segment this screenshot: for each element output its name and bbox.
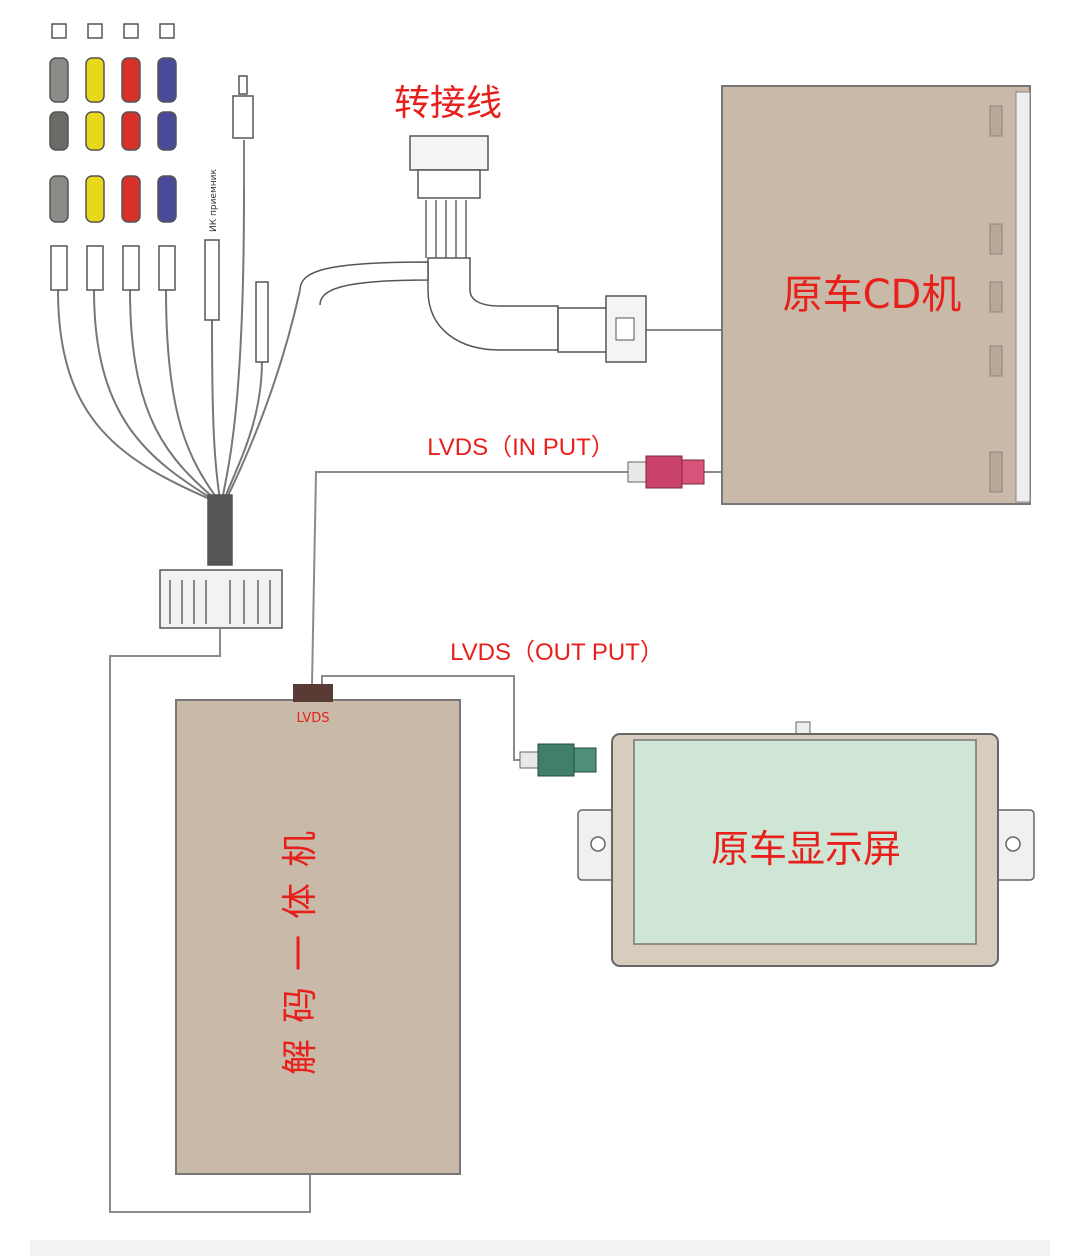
- decoder-char-5: 机: [280, 831, 321, 867]
- decoder-unit: LVDS 解 码 一 体 机: [175, 684, 461, 1175]
- rca-harness: ИК приемник: [49, 23, 301, 629]
- harness-connector: [159, 569, 283, 629]
- decoder-char-3: 一: [280, 935, 321, 971]
- lvds-input-label: LVDS（IN PUT）: [427, 434, 615, 461]
- aux-jack: [255, 281, 269, 363]
- lvds-output-label: LVDS（OUT PUT）: [450, 639, 664, 666]
- display-label: 原车显示屏: [711, 827, 901, 871]
- lvds-output-connector: [519, 743, 597, 777]
- display-unit: 原车显示屏: [577, 721, 1035, 967]
- adapter-cable: 转接线: [299, 83, 647, 363]
- usb-plug: [232, 75, 254, 190]
- lvds-input-connector: [627, 455, 705, 489]
- harness-tag: ИК приемник: [209, 169, 219, 232]
- decoder-port-label: LVDS: [297, 711, 330, 726]
- rca-plug-red: [121, 23, 141, 291]
- adapter-cable-label: 转接线: [394, 83, 502, 124]
- ir-receiver-plug: [204, 239, 220, 321]
- decoder-char-1: 解: [280, 1039, 321, 1075]
- decoder-char-2: 码: [280, 987, 321, 1023]
- rca-plug-blue: [157, 23, 177, 291]
- rca-plug-gray: [49, 23, 69, 291]
- cd-unit: 原车CD机: [721, 85, 1031, 505]
- cd-unit-label: 原车CD机: [783, 272, 962, 318]
- decoder-lvds-port: [293, 684, 333, 702]
- bottom-strip: [30, 1240, 1050, 1256]
- decoder-char-4: 体: [280, 883, 321, 919]
- wire-bundle: [207, 494, 233, 566]
- rca-plug-yellow: [85, 23, 105, 291]
